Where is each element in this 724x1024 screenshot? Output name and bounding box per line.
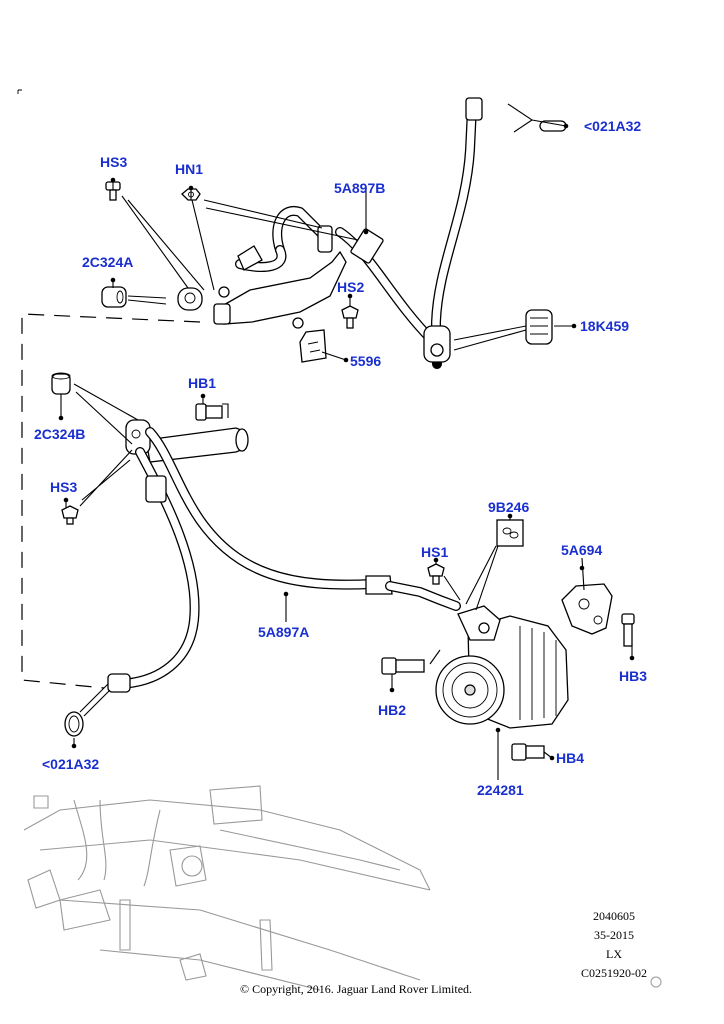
hose-damper-port xyxy=(430,343,444,357)
label-5a897b: 5A897B xyxy=(334,180,385,196)
assembly-boundary-dashed xyxy=(21,313,201,689)
label-5a694: 5A694 xyxy=(561,542,602,558)
reference-code: C0251920-02 xyxy=(581,966,647,980)
hose-5a897b xyxy=(235,103,477,369)
bolt-hb3 xyxy=(621,613,635,647)
label-hb3: HB3 xyxy=(619,668,647,684)
bolt-hb2 xyxy=(381,657,425,675)
vehicle-locator-view xyxy=(23,785,662,991)
reference-date: 35-2015 xyxy=(594,928,634,942)
screw-hs2 xyxy=(341,305,359,329)
seal-2c324a xyxy=(101,286,127,308)
label-hs2: HS2 xyxy=(337,279,364,295)
label-2c324b: 2C324B xyxy=(34,426,85,442)
screw-hs1 xyxy=(427,563,445,585)
bolt-hb4 xyxy=(511,743,545,761)
label-hb1: HB1 xyxy=(188,375,216,391)
registration-mark xyxy=(17,89,22,94)
label-18k459: 18K459 xyxy=(580,318,629,334)
leader-lines xyxy=(58,103,635,780)
label-2c324a: 2C324A xyxy=(82,254,133,270)
screw-hs3-bottom xyxy=(61,505,79,525)
drawing-reference-block: 2040605 35-2015 LX C0251920-02 xyxy=(581,909,647,980)
copyright-notice: © Copyright, 2016. Jaguar Land Rover Lim… xyxy=(240,982,472,996)
label-5a897a: 5A897A xyxy=(258,624,309,640)
compressor-224281 xyxy=(435,605,569,729)
label-hs1: HS1 xyxy=(421,544,448,560)
hose-5a897a xyxy=(107,427,461,693)
o-ring-kit-9b246 xyxy=(496,519,524,547)
label-021a32-bottom: <021A32 xyxy=(42,756,99,772)
label-hb2: HB2 xyxy=(378,702,406,718)
bolt-hb1 xyxy=(195,403,223,421)
label-hs3-top: HS3 xyxy=(100,154,127,170)
pipe-fitting-upper xyxy=(317,225,333,253)
reference-number: 2040605 xyxy=(593,909,635,923)
reference-model: LX xyxy=(606,947,622,961)
o-ring-021a32-bottom xyxy=(64,711,84,737)
label-9b246: 9B246 xyxy=(488,499,529,515)
bracket-5a694 xyxy=(561,583,613,635)
label-224281: 224281 xyxy=(477,782,524,798)
label-hs3-bottom: HS3 xyxy=(50,479,77,495)
label-5596: 5596 xyxy=(350,353,381,369)
refrigerant-manifold-block xyxy=(177,286,231,325)
seal-2c324b xyxy=(51,372,71,395)
part-labels: <021A32 HS3 HN1 5A897B 2C324A HS2 18K459… xyxy=(34,118,647,798)
label-hb4: HB4 xyxy=(556,750,584,766)
upper-hose-end-fitting xyxy=(465,97,483,121)
label-021a32-top: <021A32 xyxy=(584,118,641,134)
clip-18k459 xyxy=(525,309,553,345)
label-hn1: HN1 xyxy=(175,161,203,177)
bracket-5596-assembly xyxy=(221,245,347,363)
